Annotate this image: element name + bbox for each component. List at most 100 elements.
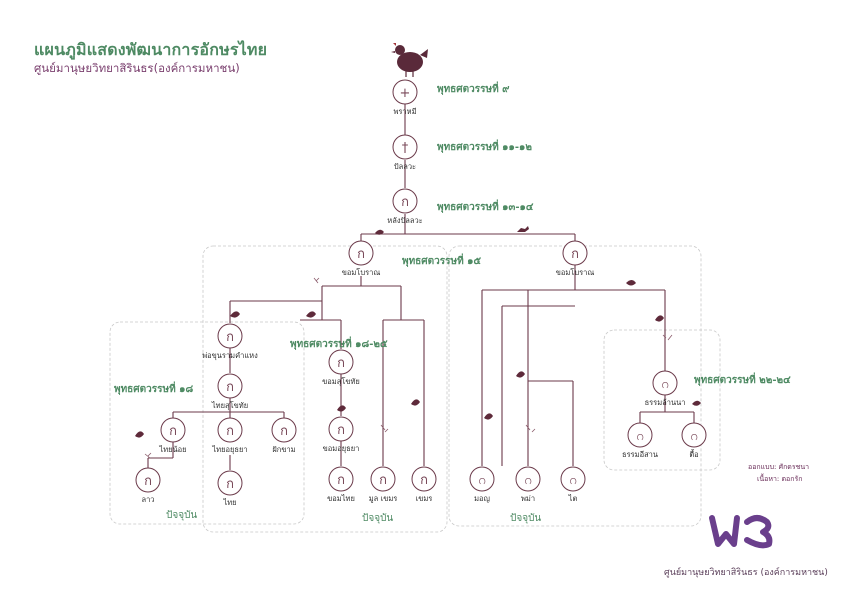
node-dhamma-lanna-circle bbox=[652, 370, 678, 396]
node-thai-sukhothai-label: ไทยสุโขทัย bbox=[211, 401, 248, 410]
present-label: ปัจจุบัน bbox=[510, 513, 541, 524]
diagram-subtitle: ศูนย์มานุษยวิทยาสิรินธร(องค์การมหาชน) bbox=[34, 61, 240, 75]
node-fak-kham-glyph: ก bbox=[280, 424, 288, 439]
node-burmese-label: พม่า bbox=[521, 494, 535, 503]
node-tue-glyph: ဂ bbox=[690, 429, 697, 444]
leaf-icon bbox=[230, 311, 240, 318]
era-13-14-label: พุทธศตวรรษที่ ๑๓-๑๔ bbox=[437, 199, 534, 213]
node-tai-glyph: ဂ bbox=[569, 473, 576, 488]
decorative-twigs bbox=[144, 277, 673, 459]
node-dhamma-lanna-label: ธรรมล้านนา bbox=[645, 398, 686, 407]
node-thai-sukhothai-circle bbox=[217, 373, 243, 399]
node-tue-circle bbox=[681, 422, 707, 448]
node-thai-label: ไทย bbox=[222, 498, 236, 507]
leaf-icon bbox=[626, 280, 636, 286]
tree-connectors bbox=[147, 104, 695, 470]
node-dhamma-isan-label: ธรรมอีสาน bbox=[622, 450, 658, 459]
era-11-12-label: พุทธศตวรรษที่ ๑๑-๑๒ bbox=[437, 139, 532, 153]
node-lao-glyph: ก bbox=[144, 474, 152, 489]
group-box-khom bbox=[202, 245, 448, 533]
node-dhamma-lanna-glyph: ဂ bbox=[661, 377, 668, 392]
group-box-sukhothai bbox=[109, 321, 305, 525]
era-15-label: พุทธศตวรรษที่ ๑๕ bbox=[402, 253, 481, 267]
node-old-khom-1-glyph: ก bbox=[357, 247, 365, 262]
diagram-title: แผนภูมิแสดงพัฒนาการอักษรไทย bbox=[34, 40, 268, 59]
node-khom-ayutthaya-glyph: ก bbox=[337, 423, 345, 438]
node-thai-sukhothai-glyph: ก bbox=[226, 380, 234, 395]
node-khmer-label: เขมร bbox=[416, 494, 433, 503]
leaf-icon bbox=[692, 400, 701, 406]
node-lao-circle bbox=[135, 467, 161, 493]
node-ramkhamhaeng-glyph: ก bbox=[226, 330, 234, 345]
footer-organization: ศูนย์มานุษยวิทยาสิรินธร (องค์การมหาชน) bbox=[664, 568, 828, 578]
node-thai-circle bbox=[217, 470, 243, 496]
hen-icon bbox=[391, 43, 428, 77]
node-post-pallava-circle bbox=[392, 188, 418, 214]
node-old-khom-2-glyph: ก bbox=[571, 247, 579, 262]
leaf-icon bbox=[411, 399, 420, 406]
node-thai-ayutthaya-circle bbox=[217, 417, 243, 443]
node-khom-thai-glyph: ก bbox=[337, 473, 345, 488]
sirindhorn-centre-logo bbox=[709, 515, 773, 549]
node-tai-circle bbox=[560, 466, 586, 492]
node-ramkhamhaeng-circle bbox=[217, 323, 243, 349]
node-khom-sukhothai-circle bbox=[328, 349, 354, 375]
node-fak-kham-label: ฝักขาม bbox=[272, 445, 295, 454]
node-post-pallava-glyph: ก bbox=[401, 195, 409, 210]
node-burmese-glyph: ဂ bbox=[524, 473, 531, 488]
node-ramkhamhaeng-label: พ่อขุนรามคำแหง bbox=[202, 351, 258, 360]
group-box-lanna bbox=[603, 329, 721, 471]
node-khom-ayutthaya-circle bbox=[328, 416, 354, 442]
leaf-icon bbox=[516, 371, 525, 378]
present-label: ปัจจุบัน bbox=[362, 513, 393, 524]
node-thai-glyph: ก bbox=[226, 477, 234, 492]
node-lao-label: ลาว bbox=[141, 495, 154, 504]
node-khom-ayutthaya-label: ขอมอยุธยา bbox=[323, 444, 360, 453]
node-thai-ayutthaya-glyph: ก bbox=[226, 424, 234, 439]
node-old-khom-1-label: ขอมโบราณ bbox=[342, 268, 381, 277]
era-18-25-label: พุทธศตวรรษที่ ๑๘-๒๕ bbox=[290, 336, 388, 350]
node-pallava-circle bbox=[392, 134, 418, 160]
node-mul-khmer-circle bbox=[370, 466, 396, 492]
leaf-icon bbox=[306, 311, 316, 318]
era-22-24-label: พุทธศตวรรษที่ ๒๒-๒๔ bbox=[694, 372, 791, 386]
present-label: ปัจจุบัน bbox=[166, 510, 197, 521]
node-khmer-glyph: ก bbox=[420, 473, 428, 488]
node-tai-label: ไต bbox=[568, 494, 578, 503]
node-dhamma-isan-circle bbox=[627, 422, 653, 448]
node-thai-noi-glyph: ก bbox=[169, 424, 177, 439]
group-boxes bbox=[109, 245, 721, 533]
decorative-leaves bbox=[135, 226, 701, 438]
node-khom-sukhothai-label: ขอมสุโขทัย bbox=[322, 377, 360, 386]
era-18-label: พุทธศตวรรษที่ ๑๘ bbox=[114, 381, 193, 395]
node-old-khom-1-circle bbox=[348, 240, 374, 266]
node-dhamma-isan-glyph: ဂ bbox=[636, 429, 643, 444]
node-burmese-circle bbox=[515, 466, 541, 492]
leaf-icon bbox=[655, 315, 664, 322]
leaf-icon bbox=[375, 229, 384, 235]
node-thai-ayutthaya-label: ไทยอยุธยา bbox=[211, 445, 247, 454]
node-thai-noi-circle bbox=[160, 417, 186, 443]
node-brahmi-label: พราหมี bbox=[393, 107, 416, 116]
leaf-icon bbox=[484, 413, 493, 420]
node-pallava-label: ปัลลวะ bbox=[394, 162, 416, 171]
node-tue-label: ตื้อ bbox=[689, 449, 699, 459]
node-khom-sukhothai-glyph: ก bbox=[337, 356, 345, 371]
bird-icon bbox=[517, 226, 529, 232]
node-khom-thai-circle bbox=[328, 466, 354, 492]
era-9-label: พุทธศตวรรษที่ ๙ bbox=[437, 81, 510, 95]
node-pallava-glyph: † bbox=[402, 141, 409, 156]
content-credit: เนื้อหา: ตอกรัก bbox=[757, 475, 803, 483]
node-mon-label: มอญ bbox=[474, 494, 490, 503]
node-brahmi-circle bbox=[392, 79, 418, 105]
node-old-khom-2-label: ขอมโบราณ bbox=[556, 268, 595, 277]
node-fak-kham-circle bbox=[271, 417, 297, 443]
leaf-icon bbox=[135, 431, 144, 438]
node-old-khom-2-circle bbox=[562, 240, 588, 266]
leaf-icon bbox=[337, 405, 346, 412]
node-brahmi-glyph: + bbox=[400, 86, 411, 101]
node-khom-thai-label: ขอมไทย bbox=[327, 494, 355, 503]
node-mul-khmer-label: มูล เขมร bbox=[369, 494, 398, 503]
